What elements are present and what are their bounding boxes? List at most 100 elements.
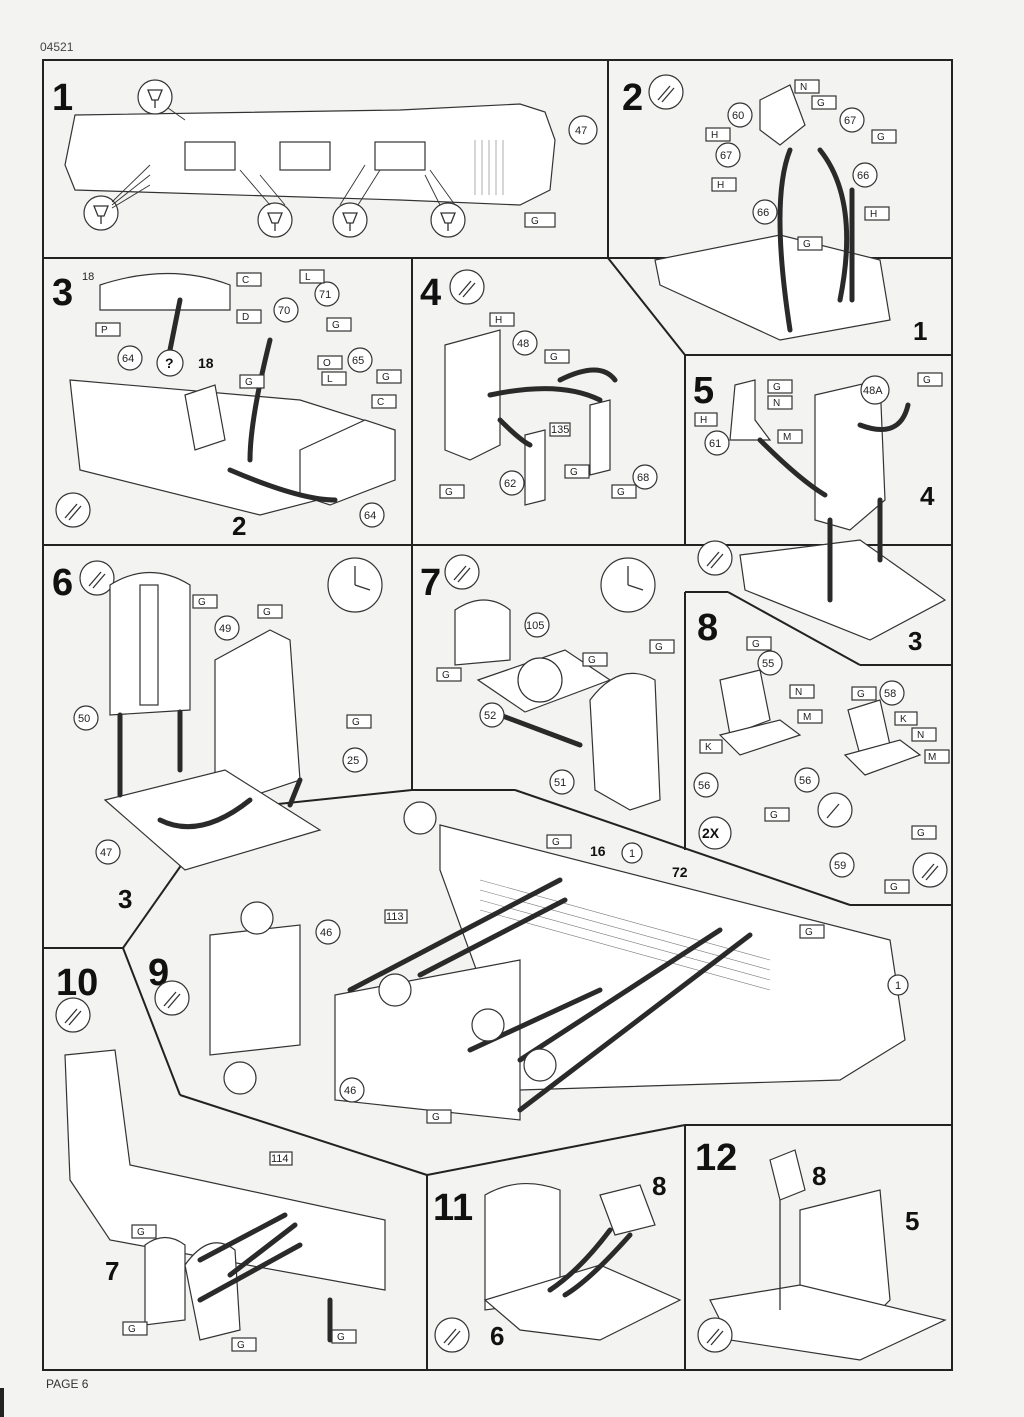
paint-tag-label: H	[700, 415, 707, 426]
step-12: 12 8 5	[695, 1137, 947, 1361]
part-number: 114	[271, 1153, 289, 1165]
step-5-number: 5	[693, 370, 714, 412]
assembly-ref: 7	[105, 1256, 119, 1286]
glue-icon	[79, 560, 115, 596]
paint-tag-label: D	[242, 312, 249, 323]
placement-icon	[523, 1048, 557, 1082]
assembly-ref: 8	[812, 1161, 826, 1191]
part-number: 46	[320, 927, 332, 939]
part-number: 1	[895, 980, 901, 992]
placement-icon	[240, 901, 274, 935]
step-7: 7 G 105 G G 52 51	[420, 554, 675, 811]
step-1: 1 47 G	[52, 77, 598, 238]
part-number: 65	[352, 355, 364, 367]
part-number: 48	[517, 338, 529, 350]
panel-frame	[42, 59, 953, 1371]
placement-icon	[223, 1061, 257, 1095]
paint-tag-label: G	[237, 1340, 245, 1351]
part-number: 64	[364, 510, 376, 522]
paint-tag-label: C	[377, 397, 384, 408]
assembly-ref: 2	[232, 511, 246, 541]
glue-icon	[912, 852, 948, 888]
paint-tag-label: G	[773, 382, 781, 393]
paint-tag-label: L	[305, 272, 311, 283]
paint-tag-label: G	[137, 1227, 145, 1238]
step-5: 5 48A G H N M G 61 4 3	[693, 370, 947, 656]
document-code: 04521	[40, 40, 74, 54]
assembly-ref: 8	[652, 1171, 666, 1201]
glue-icon	[444, 554, 480, 590]
part-number: 49	[219, 623, 231, 635]
paint-tag-label: G	[890, 882, 898, 893]
part-number: 50	[78, 713, 90, 725]
step-12-number: 12	[695, 1137, 737, 1179]
paint-tag-label: G	[805, 927, 813, 938]
step-11: 11 8 6	[433, 1171, 682, 1353]
part-number: 64	[122, 353, 134, 365]
glue-callout-icon	[137, 79, 173, 115]
part-number: 71	[319, 289, 331, 301]
assembly-ref: 3	[908, 626, 922, 656]
part-number: 1	[629, 848, 635, 860]
paint-tag-label: L	[327, 374, 333, 385]
part-number: 66	[757, 207, 769, 219]
instrument-panel	[99, 272, 231, 311]
paint-tag-label: G	[550, 352, 558, 363]
paint-tag-label: M	[803, 712, 811, 723]
paint-tag	[524, 212, 556, 228]
paint-tag-label: G	[877, 132, 885, 143]
paint-tag-label: K	[705, 742, 712, 753]
glue-icon	[697, 1317, 733, 1353]
step-11-number: 11	[433, 1187, 473, 1229]
assembly-ref: 3	[118, 884, 132, 914]
step-3-number: 3	[52, 272, 73, 314]
step-4: 4 H 48 G 135 62 68 G G G	[420, 269, 658, 506]
glue-callout-icon	[83, 195, 119, 231]
assembly-ref: 4	[920, 481, 935, 511]
part-number: 56	[799, 775, 811, 787]
clock-icon	[600, 557, 656, 613]
part-number: 105	[526, 620, 544, 632]
glue-callout-icon	[332, 202, 368, 238]
glue-icon	[449, 269, 485, 305]
label-16: 16	[590, 843, 606, 859]
edge-mark	[0, 1388, 4, 1417]
step-9: 9 46 113 46 1 1 G G G 16	[148, 801, 909, 1124]
paint-tag-label: M	[783, 432, 791, 443]
paint-tag-label: G	[337, 1332, 345, 1343]
paint-tag-label: H	[870, 209, 877, 220]
glue-icon	[434, 1317, 470, 1353]
part-number: 46	[344, 1085, 356, 1097]
part-number: 62	[504, 478, 516, 490]
paint-tag-label: G	[588, 655, 596, 666]
part-number: 135	[551, 424, 569, 436]
part-number: 52	[484, 710, 496, 722]
paint-tag-label: G	[655, 642, 663, 653]
paint-brush-icon	[817, 792, 853, 828]
paint-tag-label: H	[717, 180, 724, 191]
step-1-number: 1	[52, 77, 73, 119]
step-2-number: 2	[622, 77, 643, 119]
paint-tag-label: H	[495, 315, 502, 326]
assembly-ref: 1	[913, 316, 927, 346]
paint-tag-label: N	[773, 398, 780, 409]
glue-callout-icon	[430, 202, 466, 238]
paint-tag-label: G	[432, 1112, 440, 1123]
part-number: 51	[554, 777, 566, 789]
paint-tag-label: G	[817, 98, 825, 109]
paint-tag-label: O	[323, 358, 331, 369]
part-number: 48A	[863, 385, 883, 397]
part-number: 47	[575, 125, 587, 137]
help-callout-icon: ? 18	[156, 349, 214, 377]
part-number: 18	[82, 271, 94, 283]
step-2: 2 60 67 67 66 66 N G H G H G H 1	[622, 74, 927, 346]
label-72: 72	[672, 864, 688, 880]
part-number: 70	[278, 305, 290, 317]
placement-icon	[378, 973, 412, 1007]
part-number: 67	[844, 115, 856, 127]
step-4-number: 4	[420, 272, 441, 314]
step-8-number: 8	[697, 607, 718, 649]
glue-icon	[154, 980, 190, 1016]
paint-tag-label: G	[442, 670, 450, 681]
paint-tag-label: G	[617, 487, 625, 498]
